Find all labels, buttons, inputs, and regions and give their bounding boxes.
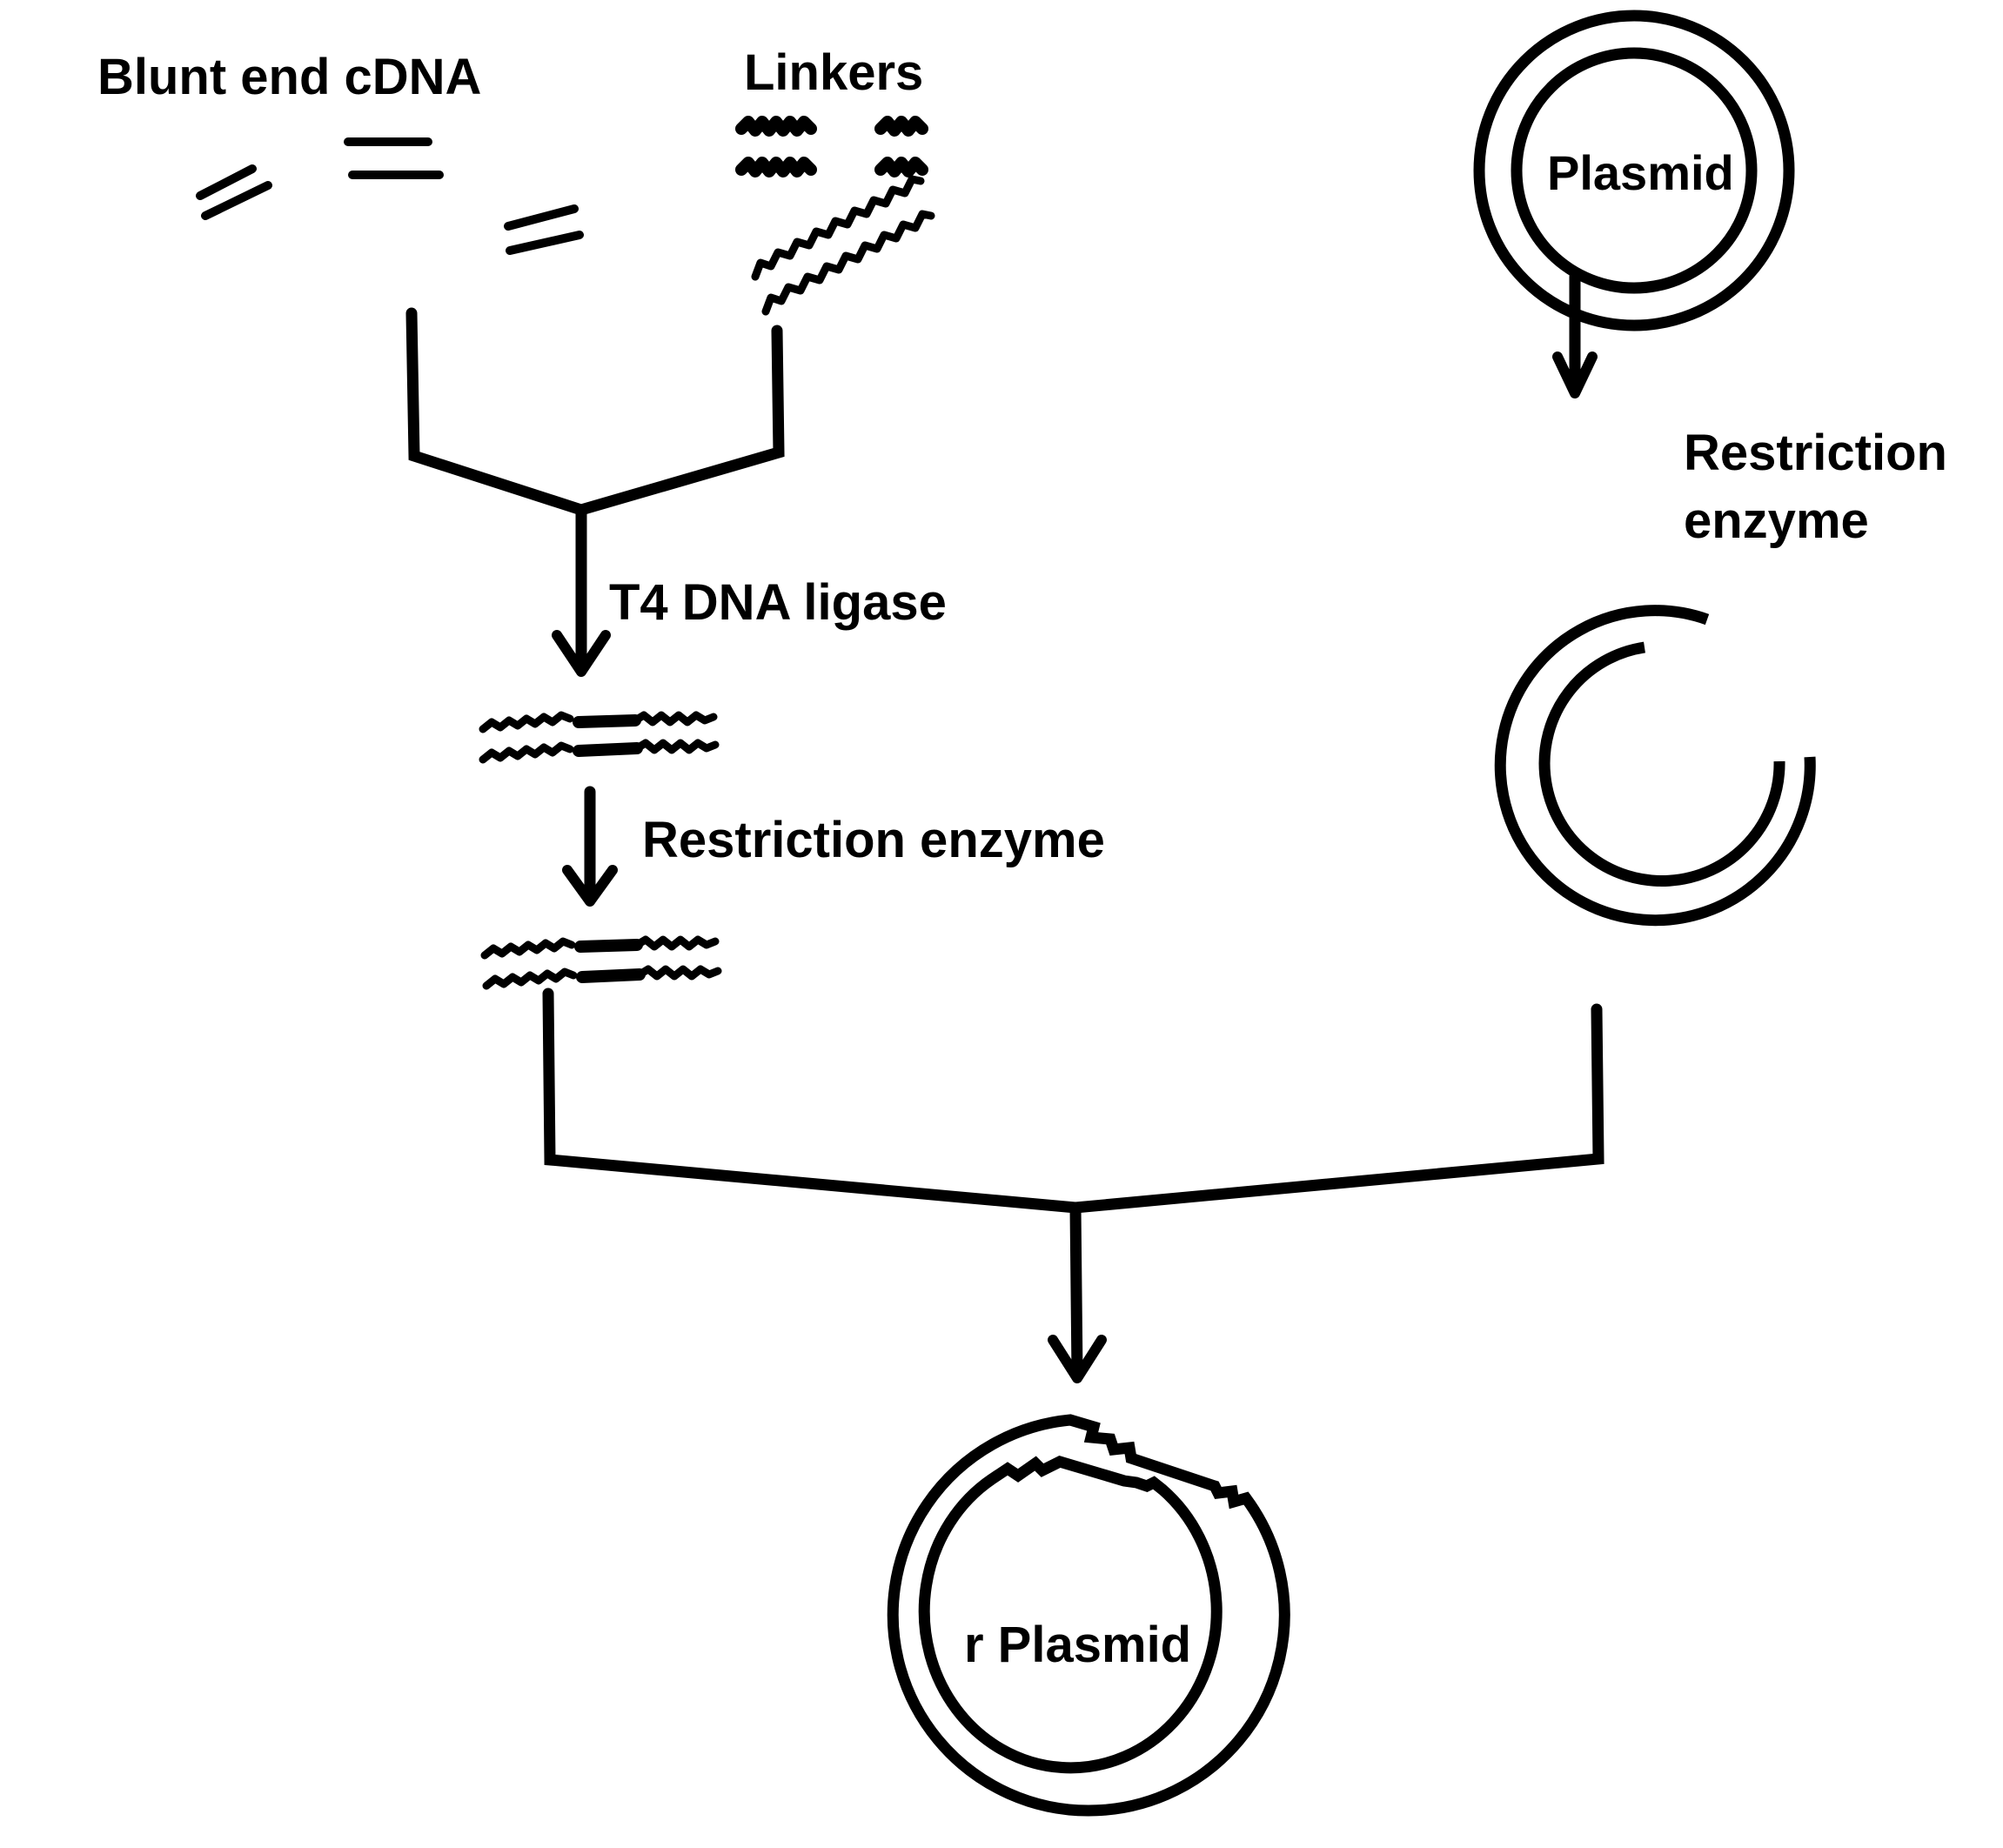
arrow-down-icon: [562, 865, 618, 907]
linker-long: [751, 175, 925, 281]
label-t4-dna-ligase: T4 DNA ligase: [609, 574, 947, 631]
cdna-sticky-ends: [480, 935, 722, 990]
ligated-cdna-with-linkers: [479, 711, 720, 764]
blunt-end-cdna-fragments: [196, 137, 584, 255]
cdna-fragment: [344, 137, 444, 179]
merge-connector-bottom: [542, 988, 1604, 1214]
label-linkers: Linkers: [744, 44, 923, 101]
label-recombinant-plasmid: r Plasmid: [964, 1617, 1191, 1673]
linker-long: [761, 210, 935, 316]
label-plasmid: Plasmid: [1547, 145, 1734, 200]
arrow-down-icon: [1048, 1335, 1107, 1383]
plasmid-intact: [1473, 10, 1795, 331]
arrow-final-shaft: [1069, 1202, 1083, 1381]
label-restriction-enzyme-left: Restriction enzyme: [642, 812, 1105, 868]
cdna-fragment: [196, 164, 272, 220]
linker-short: [735, 157, 817, 177]
cdna-fragment: [504, 204, 584, 255]
label-blunt-end-cdna: Blunt end cDNA: [97, 49, 481, 105]
plasmid-linearized: [1494, 605, 1816, 927]
arrow-down-icon: [552, 630, 611, 677]
linker-short: [874, 157, 928, 177]
linkers: [735, 116, 935, 316]
label-restriction-enzyme-right-1: Restriction: [1684, 425, 1947, 481]
linker-short: [874, 116, 928, 137]
arrow-down-icon: [1552, 352, 1598, 398]
label-restriction-enzyme-right-2: enzyme: [1684, 492, 1869, 549]
merge-connector-top: [405, 307, 785, 516]
recombinant-plasmid: [887, 1414, 1290, 1817]
linker-short: [735, 116, 817, 137]
